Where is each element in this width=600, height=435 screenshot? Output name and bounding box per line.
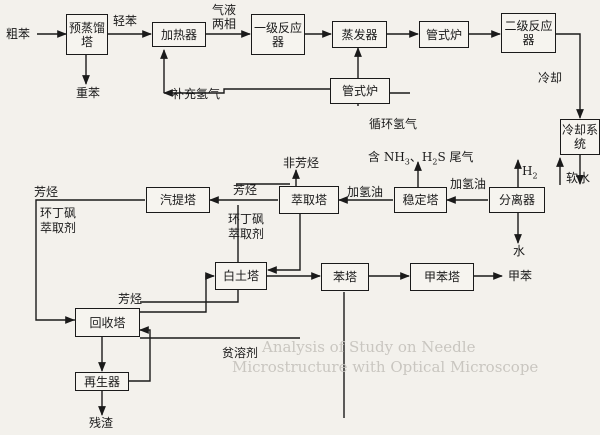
label-gas-liquid: 气液 xyxy=(212,3,237,17)
box-recovery-tower: 回收塔 xyxy=(75,308,140,337)
box-regenerator: 再生器 xyxy=(75,372,129,391)
tail-gas-pre: 含 NH xyxy=(368,150,405,164)
box-reactor1: 一级反应器 xyxy=(251,14,305,55)
label-light-benzene: 轻苯 xyxy=(113,14,138,28)
label-recycle-h2: 循环氢气 xyxy=(369,117,418,131)
label-non-aromatics: 非芳烃 xyxy=(283,156,320,170)
label-cooling: 冷却 xyxy=(538,71,563,85)
label-soft-water: 软水 xyxy=(566,171,591,185)
arrow-sulfolane-mid xyxy=(140,205,239,303)
box-tube-furnace-top: 管式炉 xyxy=(419,21,469,48)
label-sulfolane-mid-1: 环丁砜 xyxy=(228,212,265,226)
label-aromatics-recovery: 芳烃 xyxy=(118,292,143,306)
label-h2: H2 xyxy=(522,165,538,182)
tail-gas-sub2: 2 xyxy=(432,157,438,167)
label-poor-solvent: 贫溶剂 xyxy=(222,346,259,360)
box-reactor2: 二级反应器 xyxy=(501,13,556,53)
box-heater: 加热器 xyxy=(152,22,206,47)
box-evaporator: 蒸发器 xyxy=(332,21,387,48)
box-clay-tower: 白土塔 xyxy=(215,262,267,290)
label-sulfolane-left-2: 萃取剂 xyxy=(40,221,77,235)
box-separator: 分离器 xyxy=(489,187,545,213)
label-tail-gas: 含 NH3、H2S 尾气 xyxy=(368,151,473,168)
box-stabilizer: 稳定塔 xyxy=(394,187,447,213)
bleed-text-2: Microstructure with Optical Microscope xyxy=(232,358,539,376)
box-prefractionator: 预蒸馏塔 xyxy=(66,14,108,55)
arrow-recovery-to-clay xyxy=(140,272,215,313)
label-makeup-h2: 补充氢气 xyxy=(172,87,221,101)
label-two-phase: 两相 xyxy=(212,17,237,31)
bleed-text-1: Analysis of Study on Needle xyxy=(262,338,476,356)
arrow-stripper-to-recovery xyxy=(35,199,145,324)
arrow-reactor2-to-cooling xyxy=(556,33,584,119)
tail-gas-mid: 、H xyxy=(409,150,433,164)
label-aromatics-top: 芳烃 xyxy=(233,183,258,197)
label-aromatics-left: 芳烃 xyxy=(34,185,59,199)
box-extraction-tower: 萃取塔 xyxy=(279,186,339,214)
h2-text: H xyxy=(522,164,533,178)
box-toluene-tower: 甲苯塔 xyxy=(410,263,474,291)
box-benzene-tower: 苯塔 xyxy=(321,263,369,291)
label-sulfolane-left-1: 环丁砜 xyxy=(40,206,77,220)
label-heavy-benzene: 重苯 xyxy=(76,86,101,100)
label-sulfolane-mid-2: 萃取剂 xyxy=(228,227,265,241)
label-toluene: 甲苯 xyxy=(508,269,533,283)
arrow-makeup-h2 xyxy=(163,88,330,97)
arrow-regen-return xyxy=(129,326,151,382)
box-stripper: 汽提塔 xyxy=(146,187,210,213)
label-crude-benzene: 粗苯 xyxy=(6,27,31,41)
box-cooling-system: 冷却系统 xyxy=(560,119,600,155)
box-tube-furnace-mid: 管式炉 xyxy=(330,78,390,104)
label-hydro-oil-left: 加氢油 xyxy=(347,185,384,199)
label-water: 水 xyxy=(513,244,526,258)
h2-subscript: 2 xyxy=(532,171,538,181)
label-residue: 残渣 xyxy=(89,416,114,430)
tail-gas-post: S 尾气 xyxy=(437,150,474,164)
tail-gas-sub1: 3 xyxy=(404,157,410,167)
label-hydro-oil-right: 加氢油 xyxy=(450,177,487,191)
arrow-extraction-to-clay xyxy=(267,214,301,274)
